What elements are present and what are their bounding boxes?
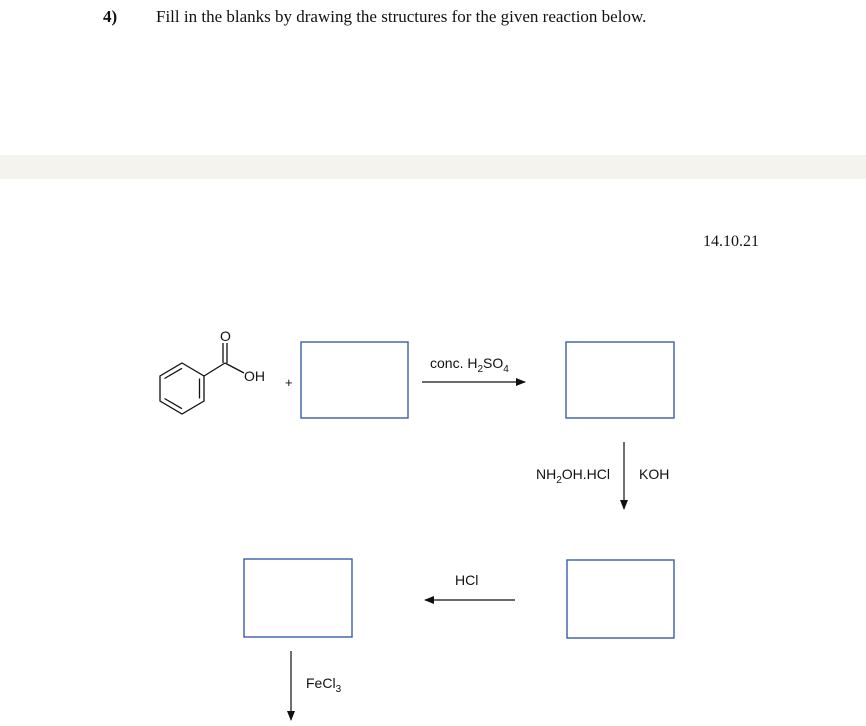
page-separator-band [0,155,866,179]
blank-box-product-3[interactable] [243,558,353,638]
date-label: 14.10.21 [703,233,759,250]
blank-box-reagent[interactable] [300,341,409,419]
step-2-reagent-left: NH2OH.HCl [536,466,610,486]
benzoic-acid-structure [159,343,245,415]
hydroxyl-label: OH [244,368,265,384]
step-3-reagent: HCl [455,572,478,588]
carbonyl-oxygen-label: O [220,328,231,344]
step-4-reagent: FeCl3 [306,675,342,695]
question-number: 4) [103,7,118,26]
question-text: Fill in the blanks by drawing the struct… [156,7,647,26]
aromatic-double-bond-1 [164,367,183,380]
benzene-ring [159,362,205,415]
carbon-hydroxyl-bond [224,362,245,374]
step-1-reagent: conc. H2SO4 [430,355,509,375]
aromatic-double-bond-3 [164,397,183,410]
step-2-reagent-right: KOH [639,466,669,482]
plus-sign: + [285,375,293,390]
ring-carbonyl-bond [203,362,226,377]
blank-box-product-2[interactable] [566,559,675,639]
blank-box-product-1[interactable] [565,341,675,419]
